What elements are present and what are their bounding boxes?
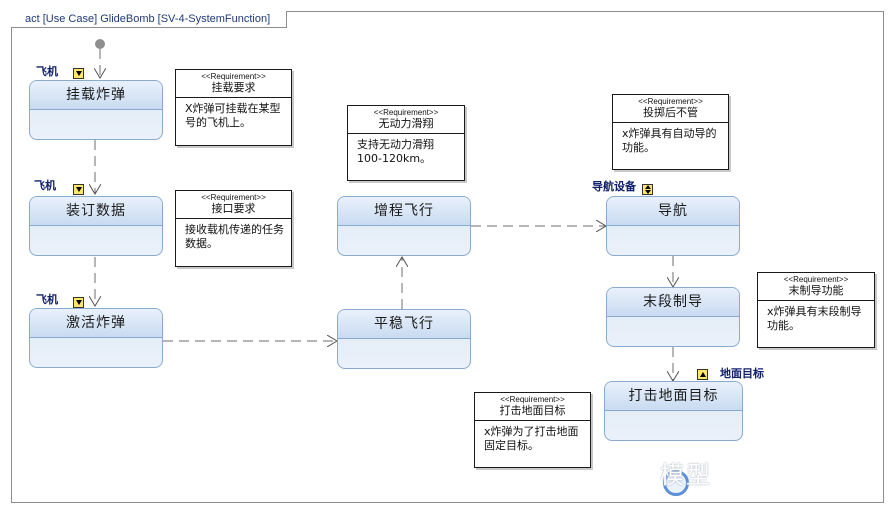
requirement-stereotype: <<Requirement>> [201, 72, 266, 81]
requirement-terminal-guidance[interactable]: <<Requirement>> 末制导功能 x炸弹具有末段制导功能。 [757, 272, 875, 348]
requirement-stereotype: <<Requirement>> [500, 395, 565, 404]
action-label: 增程飞行 [338, 197, 470, 226]
input-pin-icon[interactable] [73, 184, 84, 195]
requirement-text: x炸弹为了打击地面固定目标。 [484, 425, 579, 452]
action-mount-bomb[interactable]: 挂载炸弹 [29, 80, 163, 140]
requirement-text: x炸弹具有末段制导功能。 [767, 305, 862, 332]
requirement-text: X炸弹可挂载在某型号的飞机上。 [185, 102, 281, 129]
inout-pin-icon[interactable] [642, 184, 653, 195]
action-label: 平稳飞行 [338, 310, 470, 339]
watermark: 模型 [660, 461, 712, 489]
action-activate-bomb[interactable]: 激活炸弹 [29, 308, 163, 368]
pin-label-nav-device: 导航设备 [592, 180, 636, 193]
diagram-frame [11, 11, 884, 503]
requirement-unpowered-glide[interactable]: <<Requirement>> 无动力滑翔 支持无动力滑翔100-120km。 [347, 105, 465, 181]
action-extended-flight[interactable]: 增程飞行 [337, 196, 471, 256]
action-label: 导航 [607, 197, 739, 226]
action-terminal-guidance[interactable]: 末段制导 [606, 287, 740, 347]
input-pin-icon[interactable] [73, 68, 84, 79]
requirement-name: 接口要求 [176, 202, 291, 219]
pin-label-aircraft: 飞机 [34, 179, 56, 192]
action-label: 末段制导 [607, 288, 739, 317]
input-pin-icon[interactable] [73, 297, 84, 308]
requirement-text: 接收载机传递的任务数据。 [185, 223, 284, 250]
action-label: 打击地面目标 [605, 382, 742, 411]
requirement-name: 无动力滑翔 [348, 117, 464, 134]
pin-label-aircraft: 飞机 [36, 293, 58, 306]
requirement-name: 打击地面目标 [475, 404, 590, 421]
requirement-stereotype: <<Requirement>> [783, 275, 849, 284]
requirement-fire-and-forget[interactable]: <<Requirement>> 投掷后不管 x炸弹具有自动导的功能。 [612, 94, 729, 170]
action-strike-ground-target[interactable]: 打击地面目标 [604, 381, 743, 441]
pin-label-ground-target: 地面目标 [720, 367, 764, 380]
output-pin-icon[interactable] [697, 369, 708, 380]
requirement-mount[interactable]: <<Requirement>> 挂载要求 X炸弹可挂载在某型号的飞机上。 [175, 69, 292, 146]
requirement-name: 末制导功能 [758, 284, 874, 301]
requirement-stereotype: <<Requirement>> [373, 108, 439, 117]
action-stable-flight[interactable]: 平稳飞行 [337, 309, 471, 369]
requirement-strike-ground-target[interactable]: <<Requirement>> 打击地面目标 x炸弹为了打击地面固定目标。 [474, 392, 591, 468]
action-navigation[interactable]: 导航 [606, 196, 740, 256]
action-label: 挂载炸弹 [30, 81, 162, 110]
requirement-interface[interactable]: <<Requirement>> 接口要求 接收载机传递的任务数据。 [175, 190, 292, 267]
requirement-text: 支持无动力滑翔100-120km。 [357, 138, 434, 165]
diagram-title: act [Use Case] GlideBomb [SV-4-SystemFun… [11, 11, 288, 28]
action-label: 激活炸弹 [30, 309, 162, 338]
watermark-logo-icon [663, 470, 689, 496]
requirement-stereotype: <<Requirement>> [201, 193, 266, 202]
requirement-stereotype: <<Requirement>> [638, 97, 703, 106]
requirement-text: x炸弹具有自动导的功能。 [622, 127, 717, 154]
action-label: 装订数据 [30, 197, 162, 226]
requirement-name: 投掷后不管 [613, 106, 728, 123]
requirement-name: 挂载要求 [176, 81, 291, 98]
initial-node [95, 39, 105, 49]
action-bind-data[interactable]: 装订数据 [29, 196, 163, 256]
pin-label-aircraft: 飞机 [36, 65, 58, 78]
